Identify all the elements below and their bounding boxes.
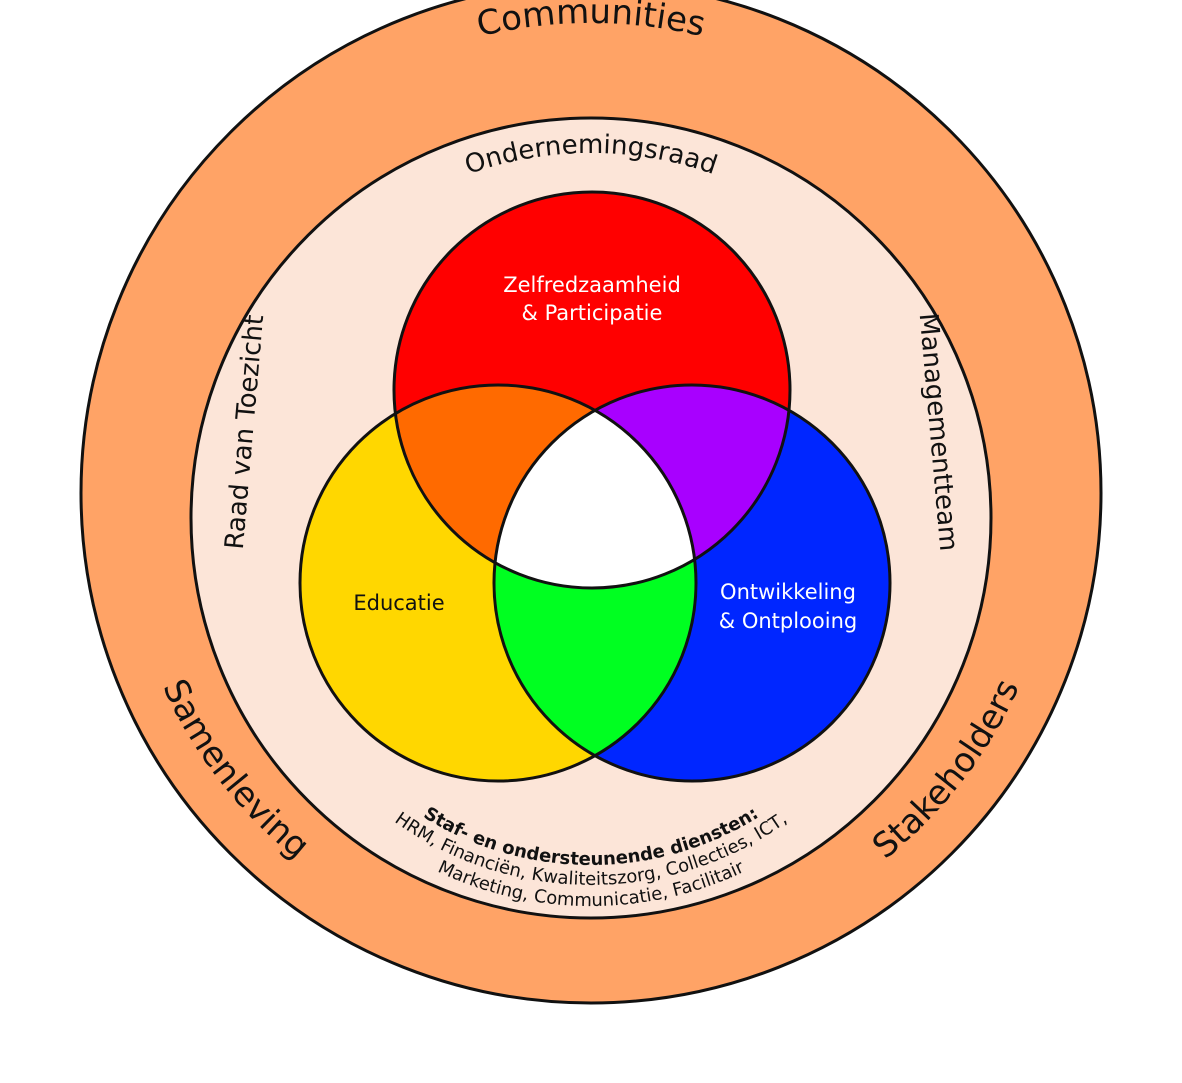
- venn-right-label-line2: & Ontplooing: [719, 609, 857, 633]
- venn-outline-left: [298, 383, 698, 783]
- venn-top-label-line1: Zelfredzaamheid: [503, 273, 681, 297]
- venn-outline-right: [492, 383, 892, 783]
- venn-outline-top: [392, 190, 792, 590]
- venn-left-label: Educatie: [353, 591, 444, 615]
- venn-top-label-line2: & Participatie: [522, 301, 663, 325]
- venn-right-label-line1: Ontwikkeling: [720, 580, 856, 604]
